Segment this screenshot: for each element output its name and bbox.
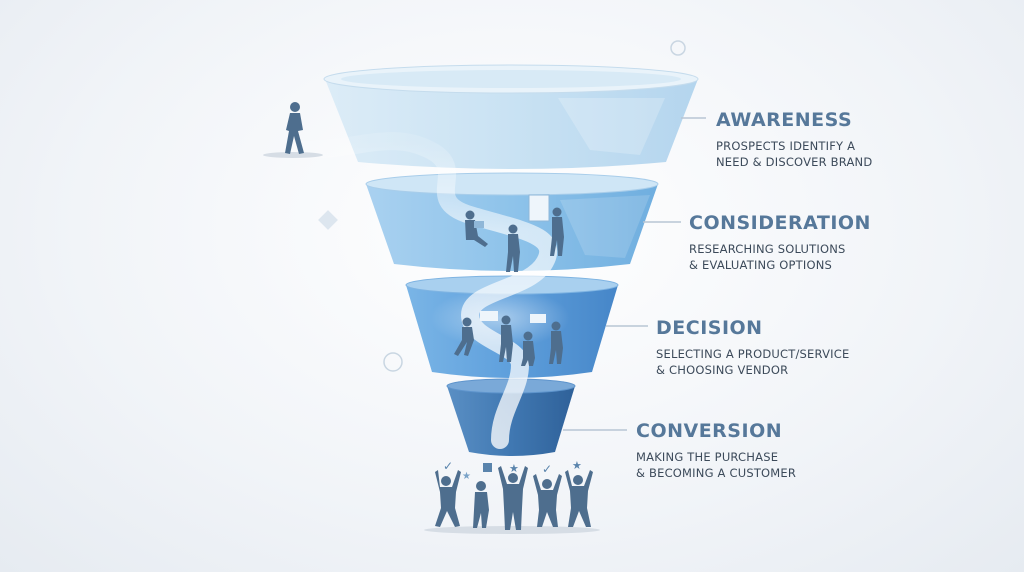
stage-description: MAKING THE PURCHASE & BECOMING A CUSTOME… xyxy=(636,449,796,481)
svg-text:✓: ✓ xyxy=(542,462,552,476)
celebrating-customers-icon xyxy=(424,466,600,534)
stage-title: AWARENESS xyxy=(716,109,853,131)
celebration-marks-icon: ✓ ★ ★ ✓ ★ xyxy=(443,459,582,482)
stage-description: PROSPECTS IDENTIFY A NEED & DISCOVER BRA… xyxy=(716,138,872,170)
stage-description: SELECTING A PRODUCT/SERVICE & CHOOSING V… xyxy=(656,346,849,378)
stage-description-line: & EVALUATING OPTIONS xyxy=(689,258,833,272)
journey-path xyxy=(291,132,558,449)
stage-description-line: & BECOMING A CUSTOMER xyxy=(636,466,797,480)
people-researching-icon xyxy=(465,194,564,272)
funnel-tier-awareness xyxy=(323,64,699,169)
person-walking-icon xyxy=(263,102,323,158)
stage-description-line: SELECTING A PRODUCT/SERVICE xyxy=(656,347,850,361)
stage-title: DECISION xyxy=(656,317,763,339)
people-deciding-icon xyxy=(454,311,563,366)
stage-title: CONVERSION xyxy=(636,420,783,442)
stage-description: RESEARCHING SOLUTIONS & EVALUATING OPTIO… xyxy=(689,241,871,273)
svg-text:★: ★ xyxy=(572,459,582,472)
svg-text:★: ★ xyxy=(509,462,519,475)
stage-description-line: RESEARCHING SOLUTIONS xyxy=(689,242,846,256)
stage-conversion: CONVERSION MAKING THE PURCHASE & BECOMIN… xyxy=(636,420,796,481)
stage-description-line: MAKING THE PURCHASE xyxy=(636,450,779,464)
stage-description-line: NEED & DISCOVER BRAND xyxy=(716,155,873,169)
svg-text:★: ★ xyxy=(462,471,471,482)
stage-awareness: AWARENESS PROSPECTS IDENTIFY A NEED & DI… xyxy=(716,109,872,170)
stage-description-line: PROSPECTS IDENTIFY A xyxy=(716,139,856,153)
stage-description-line: & CHOOSING VENDOR xyxy=(656,363,789,377)
stage-consideration: CONSIDERATION RESEARCHING SOLUTIONS & EV… xyxy=(689,212,871,273)
stage-title: CONSIDERATION xyxy=(689,212,871,234)
decor-ring xyxy=(670,40,686,56)
decor-diamond xyxy=(318,210,338,230)
decor-ring xyxy=(383,352,403,372)
svg-text:✓: ✓ xyxy=(443,459,453,473)
stage-decision: DECISION SELECTING A PRODUCT/SERVICE & C… xyxy=(656,317,849,378)
